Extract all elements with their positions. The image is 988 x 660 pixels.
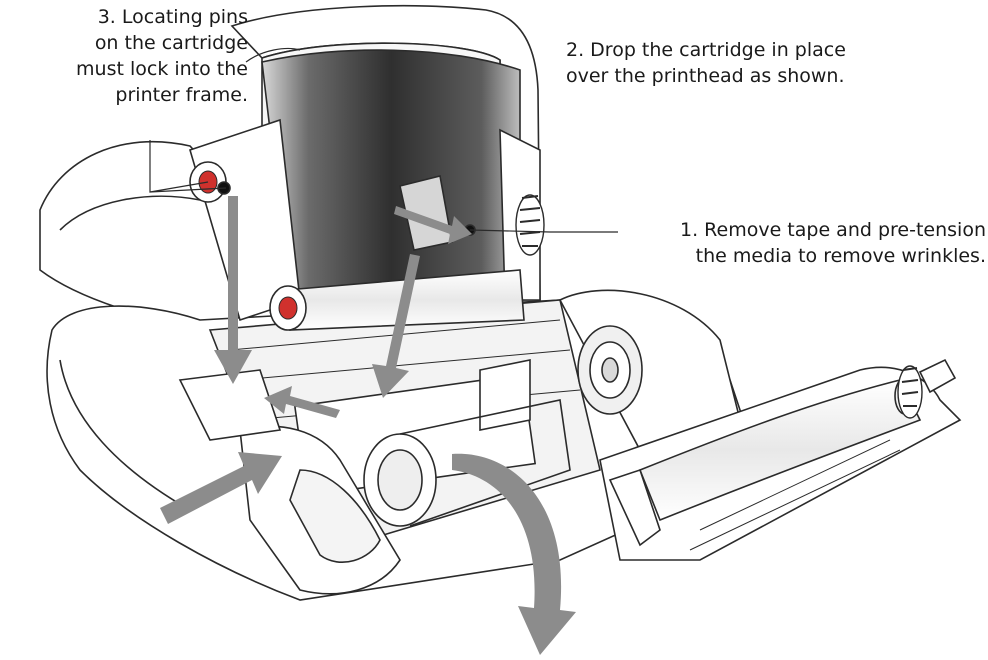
callout-step-3-line-4: printer frame. (115, 84, 248, 106)
arrow-latch-icon (264, 386, 340, 418)
callout-step-1-line-2: the media to remove wrinkles. (695, 245, 986, 267)
callout-step-1-line-1: 1. Remove tape and pre-tension (679, 219, 986, 241)
arrow-down-center-icon (372, 254, 420, 398)
callout-step-3-line-2: on the cartridge (94, 32, 248, 54)
arrow-push-in-icon (160, 452, 282, 524)
cartridge-gear-icon (515, 194, 545, 256)
leader-line-step3-top (245, 47, 301, 63)
media-roll (363, 399, 571, 527)
callout-step-3-line-3: must lock into the (76, 58, 248, 80)
callout-step-1: 1. Remove tape and pre-tension the media… (600, 217, 986, 269)
leader-lines (149, 47, 618, 233)
callout-step-2: 2. Drop the cartridge in place over the … (566, 37, 906, 89)
latch-arm (178, 369, 401, 595)
callout-step-2-line-1: 2. Drop the cartridge in place (566, 39, 846, 61)
arrow-down-left-icon (214, 196, 252, 384)
arrow-rotate-close-icon (452, 453, 576, 655)
roller-gear-icon (897, 365, 923, 419)
arrow-tape-pull-icon (394, 206, 472, 244)
callout-step-2-line-2: over the printhead as shown. (566, 65, 845, 87)
leader-line-step3 (149, 140, 227, 193)
leader-line-step1 (469, 229, 618, 233)
action-arrows (160, 196, 576, 655)
media-hub (558, 289, 741, 455)
callout-step-3-line-1: 3. Locating pins (97, 6, 248, 28)
callout-step-3: 3. Locating pins on the cartridge must l… (40, 4, 248, 108)
